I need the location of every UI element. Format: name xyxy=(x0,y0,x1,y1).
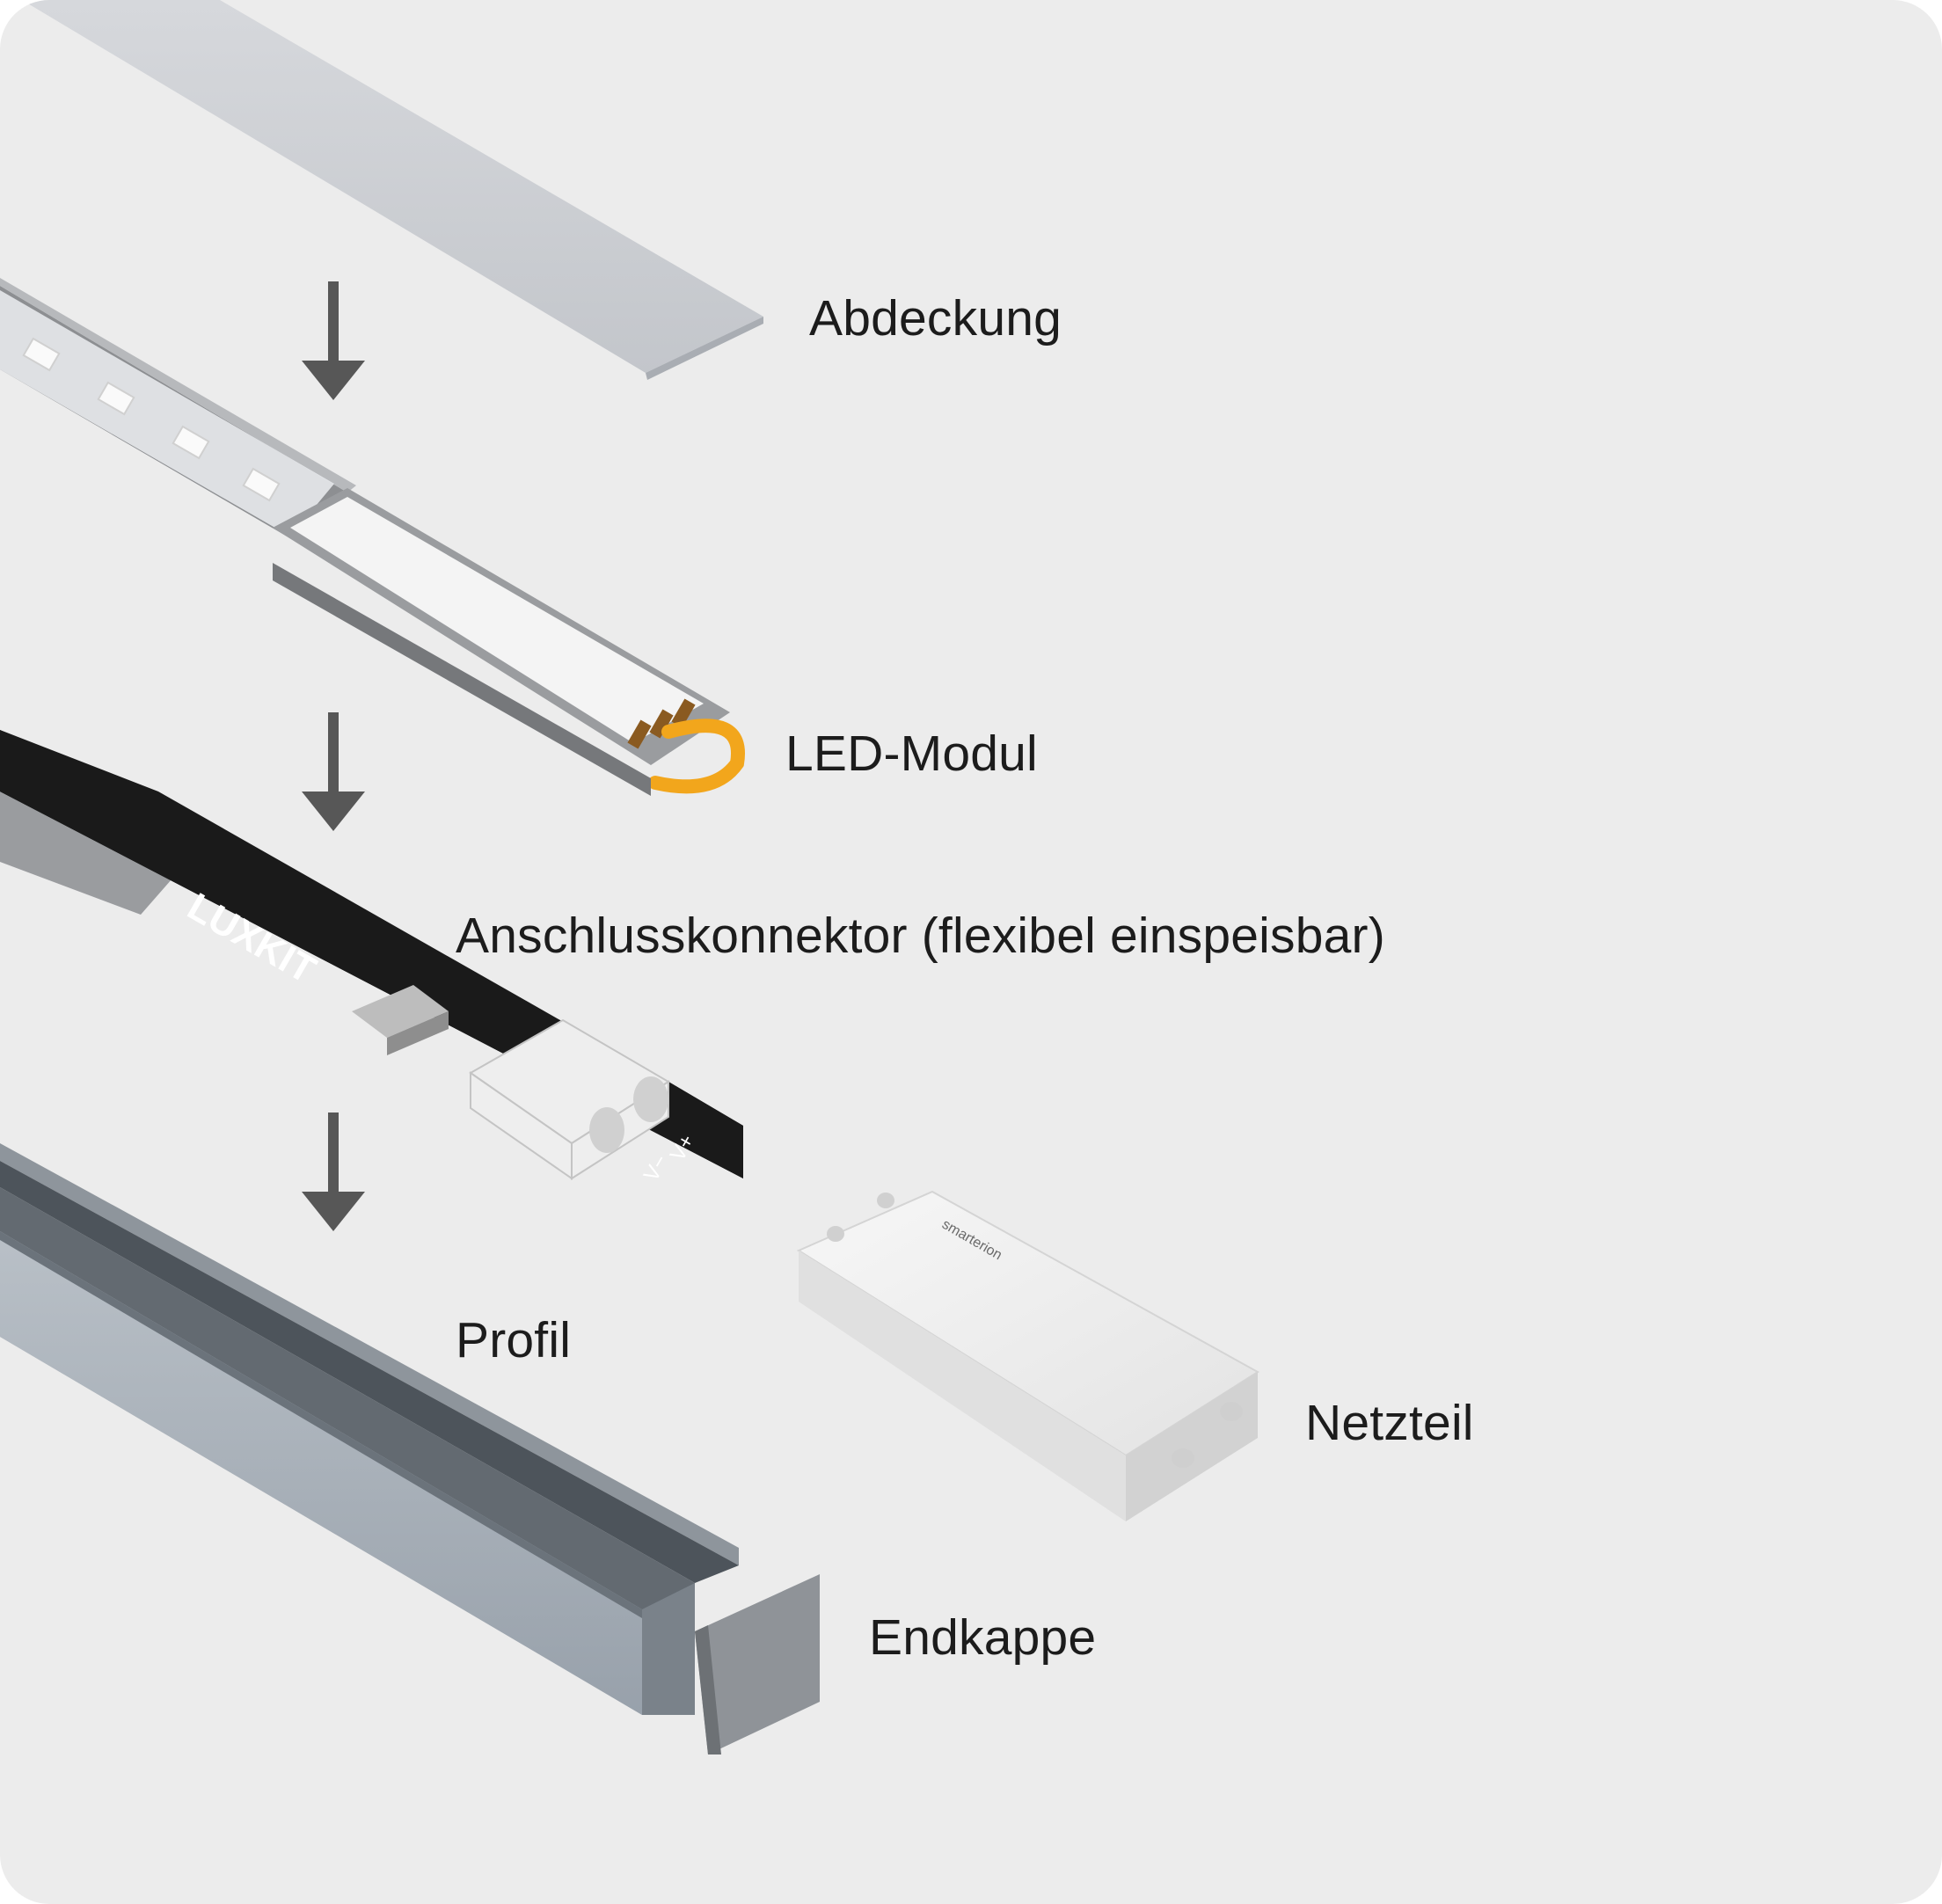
arrow-down-icon xyxy=(302,281,365,400)
power-supply-part: smarterion xyxy=(796,1190,1259,1521)
label-cover: Abdeckung xyxy=(809,290,1062,347)
profile-part xyxy=(0,1143,820,1754)
arrow-down-icon xyxy=(302,1112,365,1231)
label-power-supply: Netzteil xyxy=(1305,1395,1474,1451)
end-cap-part xyxy=(695,1574,820,1754)
label-led-module: LED-Modul xyxy=(785,726,1038,782)
label-end-cap: Endkappe xyxy=(869,1609,1097,1666)
terminal-minus-label: V− xyxy=(639,1150,673,1185)
arrow-down-icon xyxy=(302,712,365,831)
led-module-part xyxy=(0,278,745,796)
label-profile: Profil xyxy=(456,1312,572,1368)
cover-part xyxy=(22,0,763,380)
label-connector: Anschlusskonnektor (flexibel einspeisbar… xyxy=(456,908,1385,964)
